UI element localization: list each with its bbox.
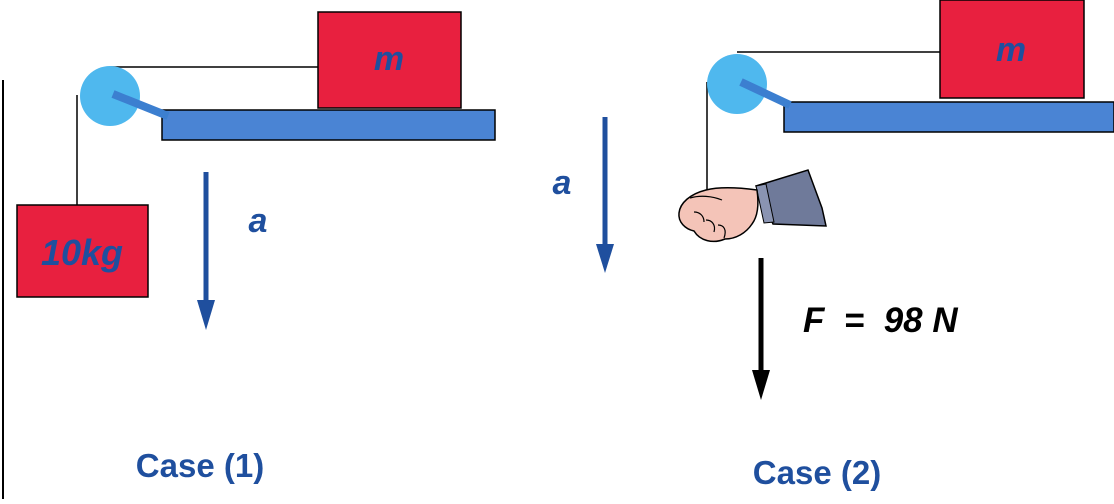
case1-pulley-arm — [111, 90, 170, 120]
case2-force-label: F = 98 N — [803, 301, 958, 340]
pulley-icon — [80, 66, 140, 126]
case1-table — [161, 109, 496, 141]
case2-block-m-label: m — [996, 31, 1026, 69]
case2-block-m — [939, 0, 1085, 99]
case2-pulley-arm — [739, 78, 792, 109]
case-1-setup: m 10kg a Case (1) — [16, 11, 496, 484]
case2-caption: Case (2) — [753, 454, 881, 491]
case2-accel-label: a — [553, 164, 572, 202]
case1-block-m-label: m — [374, 40, 404, 78]
case1-block-m — [317, 11, 462, 109]
hand-pulling-icon — [678, 169, 827, 243]
case2-force-arrowhead — [752, 370, 770, 400]
case1-caption: Case (1) — [136, 447, 264, 484]
pulley-icon — [707, 54, 767, 114]
case1-hanging-label: 10kg — [41, 232, 123, 273]
case1-hanging-block — [16, 204, 149, 298]
case1-accel-arrowhead — [197, 300, 215, 330]
case1-accel-label: a — [249, 202, 268, 240]
case2-accel-arrowhead — [596, 244, 614, 273]
case-2-setup: a m F = 98 N Case (2) — [553, 0, 1114, 491]
case2-table — [783, 101, 1114, 133]
